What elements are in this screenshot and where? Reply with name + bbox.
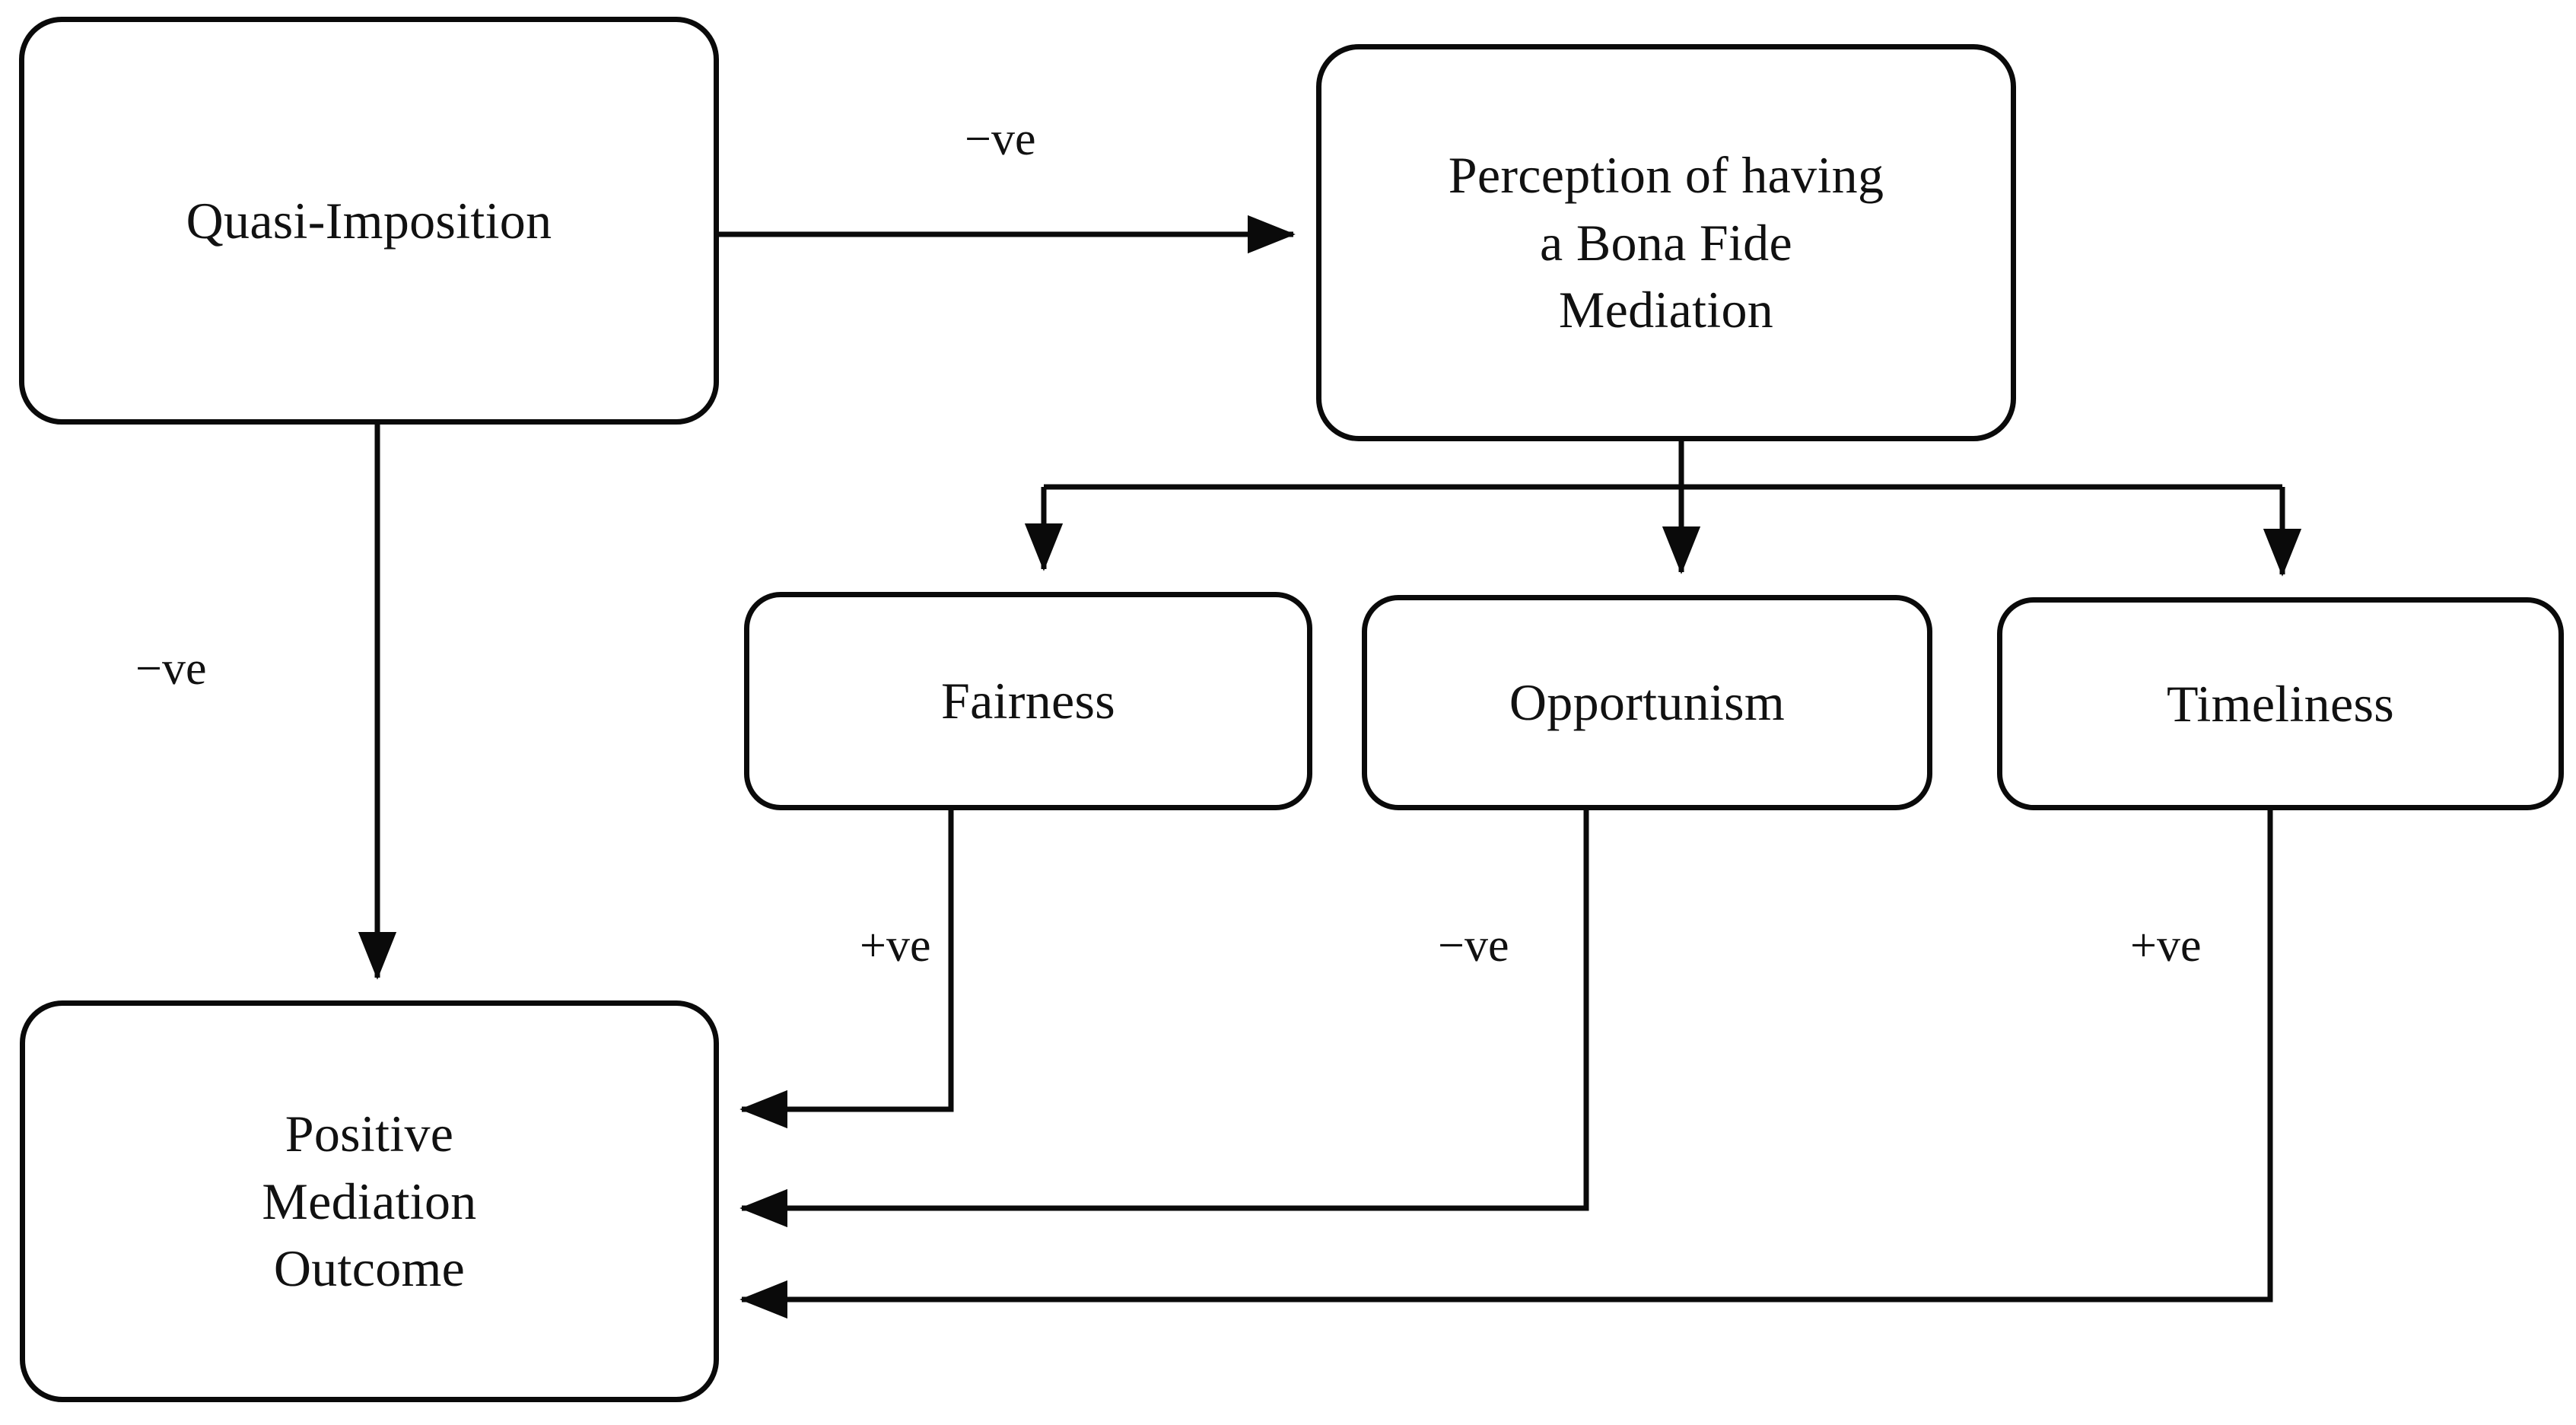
- node-timeliness[interactable]: Timeliness: [1997, 597, 2564, 810]
- node-opportunism-label: Opportunism: [1509, 673, 1786, 732]
- connector-timeliness-to-outcome: [739, 810, 2273, 1319]
- node-quasi-imposition[interactable]: Quasi-Imposition: [19, 17, 719, 425]
- node-fairness-label: Fairness: [940, 672, 1116, 730]
- node-quasi-imposition-label: Quasi-Imposition: [186, 191, 552, 250]
- node-positive-mediation-outcome-label: Positive Mediation Outcome: [262, 1105, 477, 1298]
- node-perception[interactable]: Perception of having a Bona Fide Mediati…: [1316, 44, 2016, 441]
- node-fairness[interactable]: Fairness: [744, 592, 1312, 810]
- connector-opportunism-to-outcome: [739, 810, 1589, 1228]
- node-positive-mediation-outcome[interactable]: Positive Mediation Outcome: [20, 1000, 719, 1402]
- node-opportunism[interactable]: Opportunism: [1362, 595, 1932, 810]
- edge-label-timeliness-to-outcome: +ve: [2130, 920, 2202, 972]
- edge-label-fairness-to-outcome: +ve: [860, 920, 931, 972]
- edge-label-opportunism-to-outcome: −ve: [1438, 920, 1509, 972]
- edge-label-quasi-to-perception: −ve: [965, 113, 1036, 165]
- node-timeliness-label: Timeliness: [2166, 674, 2394, 733]
- edge-label-quasi-to-outcome: −ve: [135, 643, 207, 695]
- connector-fairness-to-outcome: [739, 810, 954, 1129]
- node-perception-label: Perception of having a Bona Fide Mediati…: [1448, 146, 1884, 339]
